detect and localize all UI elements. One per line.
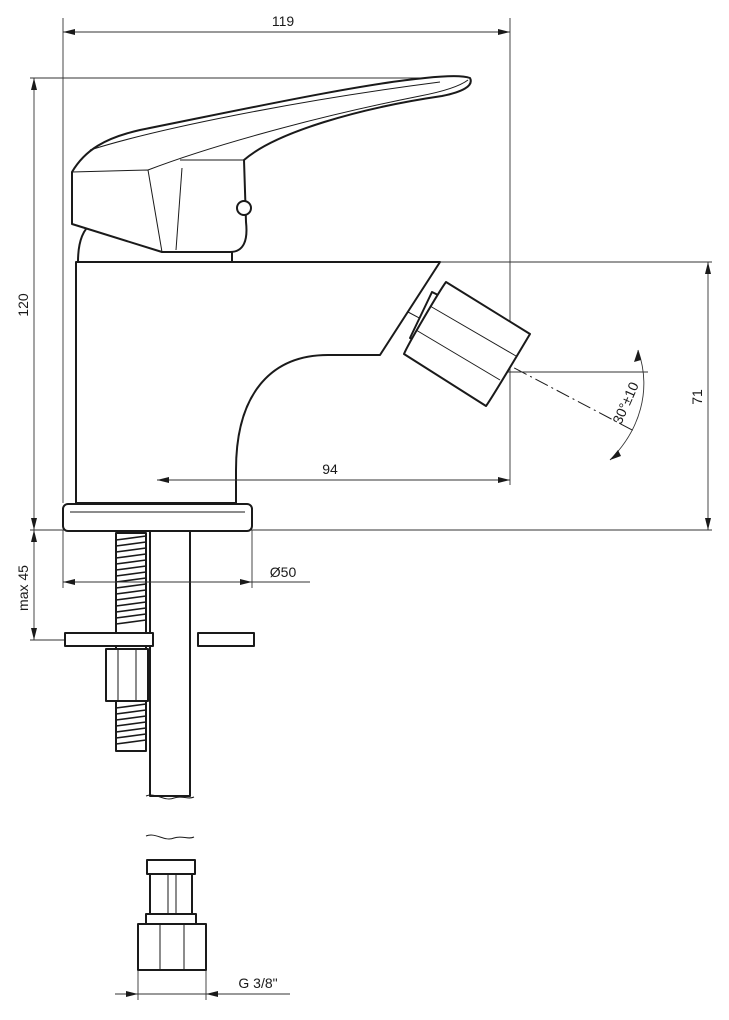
base-plate [62,503,253,532]
spout-height-label: 71 [689,389,705,405]
dimension-base-diameter: Ø50 [63,564,310,585]
max-deck-label: max 45 [15,565,31,611]
nozzle-head [403,281,531,407]
hose-connector [137,859,207,971]
dimension-angle: 30°±10 [609,349,645,461]
dimension-spout-height: 71 [689,262,711,530]
connector-nut [137,923,207,971]
dimension-max-deck: max 45 [15,530,37,640]
hex-nut [105,648,149,702]
supply-hose [149,530,191,797]
lever-handle [71,75,472,263]
dimension-width: 119 [63,13,510,35]
connection-label: G 3/8" [238,975,277,991]
faucet-body [75,261,441,504]
width-label: 119 [272,13,295,29]
spray-nozzle [403,281,531,407]
lever-outline [71,75,472,253]
lever-screw-icon [236,200,252,216]
dimension-connection: G 3/8" [115,975,290,997]
washer [64,632,154,647]
body-outline [75,261,441,504]
washer-right [197,632,255,647]
height-label: 120 [15,293,31,317]
dimension-reach: 94 [157,461,510,483]
base-diameter-label: Ø50 [270,564,297,580]
dimension-height: 120 [15,78,37,530]
mounting-hardware [64,530,255,840]
reach-label: 94 [322,461,338,477]
